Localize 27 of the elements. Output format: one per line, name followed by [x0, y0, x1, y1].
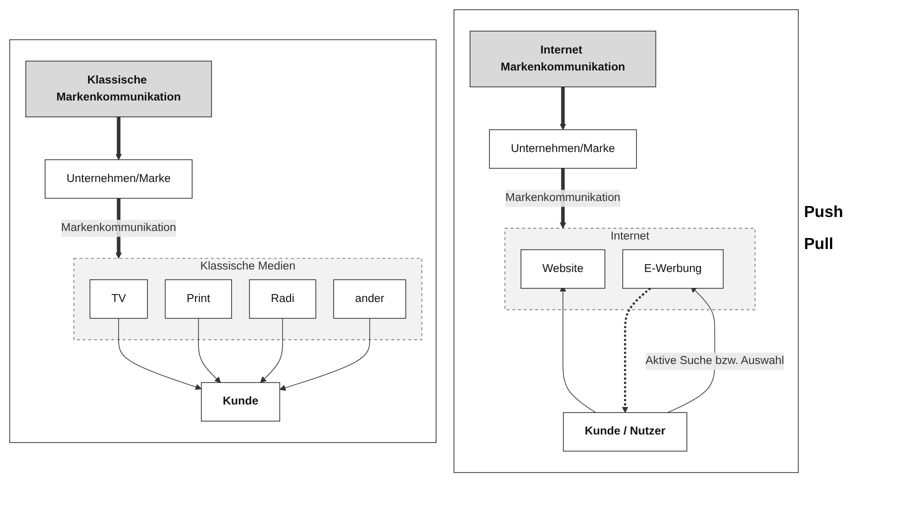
flow-direction-label: Pull — [804, 236, 834, 254]
node-box: Kunde / Nutzer — [562, 412, 688, 452]
flow-direction-label: Push — [804, 204, 844, 222]
node-box: Kunde — [200, 382, 280, 422]
arrow — [116, 116, 122, 160]
edge-label: Aktive Suche bzw. Auswahl — [646, 354, 784, 367]
edge-label: Markenkommunikation — [61, 222, 176, 234]
node-box: E-Werbung — [622, 249, 724, 289]
cluster — [454, 9, 799, 473]
node-box: Print — [164, 279, 232, 319]
arrow — [118, 318, 202, 390]
node-box: Unternehmen/Marke — [489, 129, 637, 169]
arrow — [622, 287, 651, 413]
cluster — [9, 39, 436, 443]
arrow — [260, 318, 283, 383]
node-box: Radi — [249, 279, 316, 319]
arrow — [198, 318, 221, 383]
node-box: Internet Markenkommunikation — [470, 30, 656, 88]
edge-label: Markenkommunikation — [505, 192, 620, 204]
arrow — [279, 318, 370, 391]
node-box: Klassische Markenkommunikation — [25, 60, 212, 118]
node-box: ander — [333, 279, 406, 319]
node-box: Website — [520, 249, 606, 289]
arrow — [667, 286, 716, 413]
node-box: TV — [90, 279, 148, 319]
arrow — [560, 86, 566, 130]
node-box: Unternehmen/Marke — [44, 159, 193, 199]
